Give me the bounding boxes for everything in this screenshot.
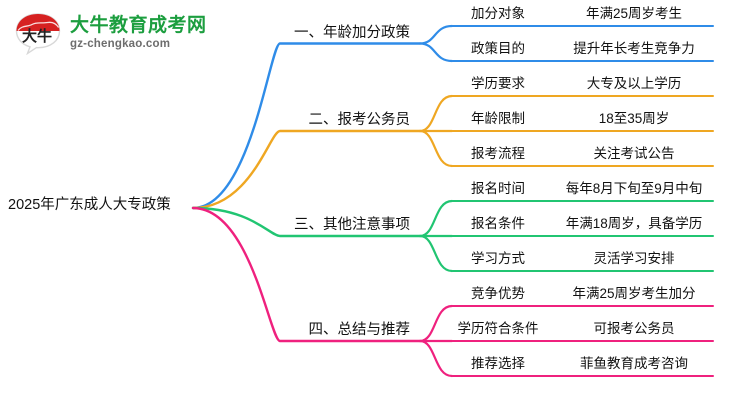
leaf-row[interactable]: 加分对象 年满25周岁考生 bbox=[446, 0, 720, 25]
leaf-label: 学习方式 bbox=[471, 251, 525, 266]
leaf-label: 学历要求 bbox=[471, 76, 525, 91]
leaf-underline bbox=[452, 95, 714, 97]
leaf-value: 年满18周岁，具备学历 bbox=[565, 216, 703, 231]
leaf-value: 菲鱼教育成考咨询 bbox=[580, 356, 688, 371]
leaf-underline bbox=[452, 165, 714, 167]
leaf-label: 推荐选择 bbox=[471, 356, 525, 371]
leaf-label: 报考流程 bbox=[471, 146, 525, 161]
leaf-underline bbox=[452, 270, 714, 272]
leaf-row[interactable]: 报名条件 年满18周岁，具备学历 bbox=[446, 209, 720, 235]
leaf-label: 报名时间 bbox=[471, 181, 525, 196]
root-node[interactable]: 2025年广东成人大专政策 bbox=[8, 197, 171, 213]
leaf-value: 灵活学习安排 bbox=[593, 251, 675, 266]
branch-node-1[interactable]: 一、年龄加分政策 bbox=[294, 24, 410, 41]
leaf-label: 竞争优势 bbox=[471, 286, 525, 301]
leaf-value: 可报考公务员 bbox=[593, 321, 675, 336]
leaf-underline bbox=[452, 375, 714, 377]
logo-text: 大牛教育成考网 gz-chengkao.com bbox=[70, 16, 207, 51]
leaf-value: 18至35周岁 bbox=[598, 111, 670, 126]
leaf-row[interactable]: 学历符合条件 可报考公务员 bbox=[446, 314, 720, 340]
leaf-value: 每年8月下旬至9月中旬 bbox=[565, 181, 703, 196]
leaf-value: 大专及以上学历 bbox=[586, 76, 682, 91]
leaf-underline bbox=[452, 305, 714, 307]
leaf-label: 政策目的 bbox=[471, 41, 525, 56]
leaf-value: 年满25周岁考生 bbox=[585, 6, 683, 21]
leaf-value: 年满25周岁考生加分 bbox=[572, 286, 696, 301]
leaf-underline bbox=[452, 60, 714, 62]
leaf-value: 提升年长考生竞争力 bbox=[573, 41, 695, 56]
leaf-underline bbox=[452, 340, 714, 342]
leaf-label: 加分对象 bbox=[471, 6, 525, 21]
leaf-underline bbox=[452, 235, 714, 237]
site-logo: 大牛 大牛教育成考网 gz-chengkao.com bbox=[14, 8, 244, 58]
branch-node-3[interactable]: 三、其他注意事项 bbox=[294, 217, 410, 233]
leaf-row[interactable]: 竞争优势 年满25周岁考生加分 bbox=[446, 279, 720, 305]
leaf-row[interactable]: 年龄限制 18至35周岁 bbox=[446, 104, 720, 130]
svg-text:大牛: 大牛 bbox=[22, 27, 52, 45]
leaf-value: 关注考试公告 bbox=[593, 146, 675, 161]
branch-node-2[interactable]: 二、报考公务员 bbox=[308, 112, 411, 128]
logo-mark-icon: 大牛 bbox=[14, 11, 62, 56]
leaf-underline bbox=[452, 25, 714, 27]
leaf-label: 年龄限制 bbox=[471, 111, 525, 126]
leaf-label: 学历符合条件 bbox=[457, 321, 539, 336]
leaf-row[interactable]: 政策目的 提升年长考生竞争力 bbox=[446, 34, 720, 60]
leaf-row[interactable]: 推荐选择 菲鱼教育成考咨询 bbox=[446, 349, 720, 375]
branch-node-4[interactable]: 四、总结与推荐 bbox=[308, 322, 411, 338]
logo-domain: gz-chengkao.com bbox=[70, 37, 171, 50]
leaf-row[interactable]: 报名时间 每年8月下旬至9月中旬 bbox=[446, 174, 720, 200]
logo-name: 大牛教育成考网 bbox=[70, 14, 207, 36]
leaf-underline bbox=[452, 130, 714, 132]
leaf-row[interactable]: 学历要求 大专及以上学历 bbox=[446, 69, 720, 95]
leaf-label: 报名条件 bbox=[471, 216, 525, 231]
leaf-row[interactable]: 学习方式 灵活学习安排 bbox=[446, 244, 720, 270]
leaf-row[interactable]: 报考流程 关注考试公告 bbox=[446, 139, 720, 165]
leaf-underline bbox=[452, 200, 714, 202]
